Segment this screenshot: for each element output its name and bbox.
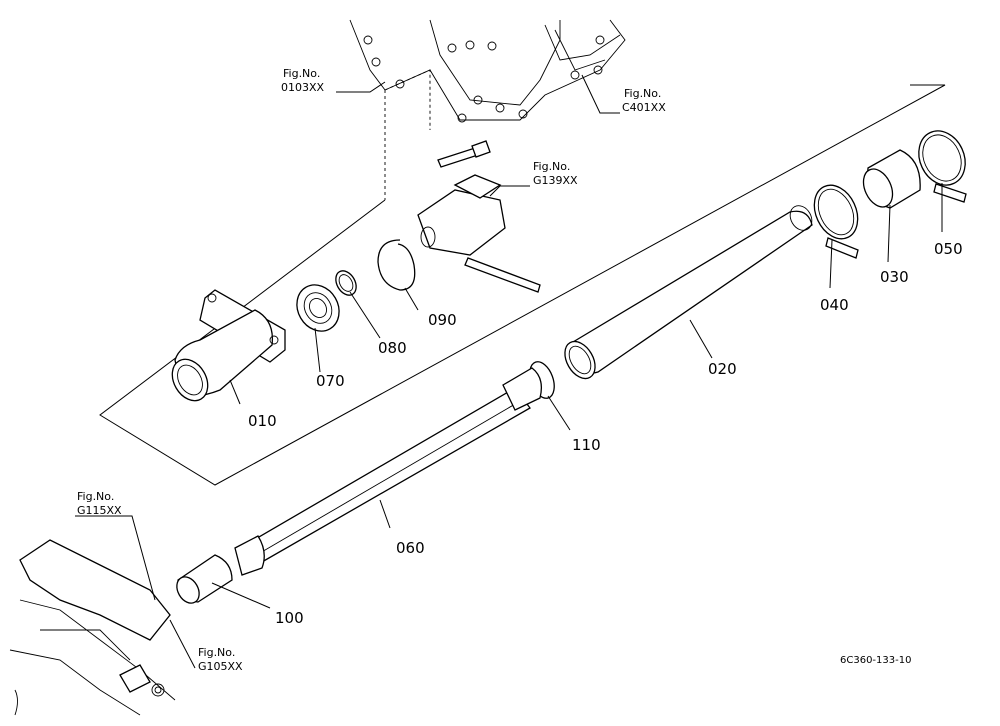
part-label-050: 050	[934, 240, 963, 258]
fig-ref-title: Fig.No.	[198, 646, 235, 659]
fig-ref-number: 0103XX	[281, 81, 325, 94]
fig-ref-number: G139XX	[533, 174, 578, 187]
part-060-shaft	[234, 367, 543, 576]
part-label-100: 100	[275, 609, 304, 627]
part-label-110: 110	[572, 436, 601, 454]
part-010-flange-housing	[171, 289, 286, 402]
part-label-080: 080	[378, 339, 407, 357]
part-040-hose-clamp	[813, 184, 859, 259]
fig-ref-g115xx: Fig.No. G115XX	[77, 490, 122, 517]
fig-ref-number: G115XX	[77, 504, 122, 517]
fig-ref-title: Fig.No.	[77, 490, 114, 503]
part-090-circlip	[377, 239, 416, 291]
part-080-snap-ring	[335, 270, 357, 296]
part-030-boot	[862, 149, 921, 209]
fig-ref-number: G105XX	[198, 660, 243, 673]
part-020-outer-tube	[564, 205, 813, 380]
fig-ref-title: Fig.No.	[624, 87, 661, 100]
part-label-060: 060	[396, 539, 425, 557]
drawing-code: 6C360-133-10	[840, 655, 911, 666]
fig-ref-title: Fig.No.	[533, 160, 570, 173]
part-100-sleeve	[176, 554, 233, 604]
lower-machinery	[9, 539, 176, 716]
fig-ref-number: C401XX	[622, 101, 666, 114]
part-070-bearing	[296, 284, 340, 332]
fig-ref-title: Fig.No.	[283, 67, 320, 80]
transmission-housing	[349, 19, 626, 200]
fig-ref-g139xx: Fig.No. G139XX	[533, 160, 578, 187]
fig-ref-0103xx: Fig.No. 0103XX	[281, 67, 325, 94]
part-label-010: 010	[248, 412, 277, 430]
fig-ref-c401xx: Fig.No. C401XX	[622, 87, 666, 114]
fig-ref-g105xx: Fig.No. G105XX	[198, 646, 243, 673]
part-label-020: 020	[708, 360, 737, 378]
part-label-090: 090	[428, 311, 457, 329]
part-label-070: 070	[316, 372, 345, 390]
universal-joint	[417, 174, 541, 293]
part-label-030: 030	[880, 268, 909, 286]
leader-lines	[75, 74, 943, 669]
part-label-040: 040	[820, 296, 849, 314]
